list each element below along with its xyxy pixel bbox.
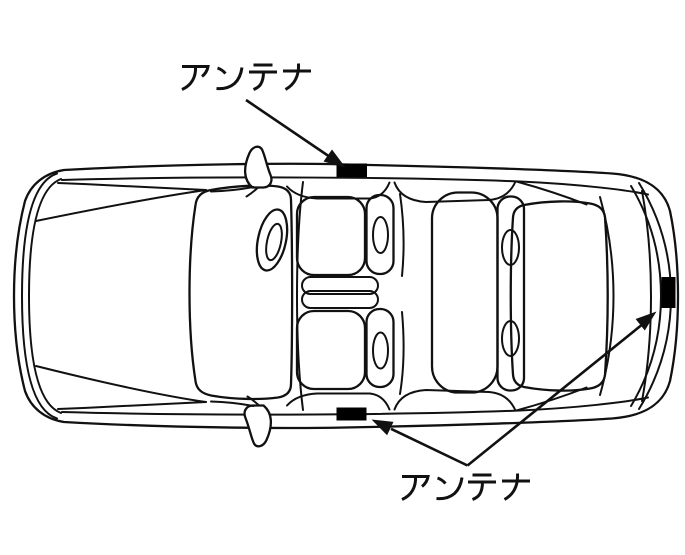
side-sill-bottom	[61, 396, 649, 416]
passenger-seat-headrest	[365, 307, 395, 389]
steering-wheel-outer	[255, 208, 289, 272]
driver-seat	[295, 193, 395, 277]
arrow-top-line	[245, 98, 331, 159]
arrow-bottom-right-line	[466, 324, 642, 467]
fender-line-top	[57, 182, 207, 191]
passenger-headrest-oval	[372, 331, 389, 370]
arrow-bottom-right-head	[635, 311, 657, 331]
mirror-stub-bottom	[246, 395, 260, 406]
windshield	[188, 184, 294, 401]
front-bumper-line-outer	[21, 172, 58, 420]
arrow-top-antenna	[245, 98, 346, 168]
side-mirror-bottom	[210, 395, 272, 448]
a-pillar-line-top	[210, 186, 255, 193]
arrow-bottom-left-antenna	[371, 419, 469, 467]
side-sill-top	[61, 176, 649, 196]
rear-bench-seat	[430, 191, 526, 394]
trunk-seam-line	[599, 196, 615, 396]
rear-headrest-oval-right	[501, 229, 520, 266]
side-mirror-top-housing	[244, 145, 273, 189]
rear-headrest-oval-left	[501, 320, 520, 357]
passenger-seat-cushion	[295, 309, 367, 391]
antenna-marker-rear-panel	[661, 277, 676, 308]
center-console	[301, 276, 379, 309]
rear-window-line-bottom	[393, 389, 517, 412]
side-mirror-top	[210, 145, 273, 198]
front-window-line-top	[286, 181, 391, 200]
antenna-marker-bottom-edge	[336, 407, 367, 421]
passenger-seat	[295, 307, 395, 391]
side-mirror-bottom-housing	[243, 404, 272, 448]
front-bumper-line-inner	[28, 178, 62, 414]
fender-line-bottom	[57, 401, 207, 410]
rear-windshield	[509, 200, 609, 392]
driver-seat-headrest	[365, 193, 395, 276]
steering-wheel	[255, 208, 289, 272]
rear-window-line-top	[393, 180, 517, 203]
console-pill-lower	[301, 290, 379, 309]
antenna-label-top-glyphs	[180, 62, 313, 91]
console-pill-upper	[301, 276, 379, 295]
arrow-bottom-right-antenna	[466, 311, 657, 467]
a-pillar-line-bottom	[210, 400, 255, 407]
steering-wheel-inner	[265, 222, 283, 262]
rear-bench-cushion	[430, 191, 499, 394]
mirror-stub-top	[245, 187, 259, 198]
car-body	[12, 145, 680, 448]
trunk-lid-line	[641, 190, 652, 402]
driver-headrest-oval	[372, 216, 389, 254]
arrow-top-head	[323, 149, 346, 168]
rear-headrest-band	[496, 195, 526, 392]
driver-seat-cushion	[295, 195, 367, 277]
hood-line-top	[35, 189, 207, 222]
hood-line-bottom	[35, 365, 207, 403]
front-door-seam	[296, 181, 304, 411]
b-pillar-line-top	[399, 193, 405, 277]
rear-bumper-line-inner	[630, 185, 662, 407]
arrow-bottom-left-head	[371, 419, 394, 436]
arrow-bottom-left-line	[390, 427, 469, 467]
car-body-outline	[12, 162, 680, 430]
antenna-label-bottom-glyphs	[400, 472, 532, 501]
b-pillar-line-bottom	[399, 311, 405, 395]
front-window-line-bottom	[286, 392, 391, 411]
